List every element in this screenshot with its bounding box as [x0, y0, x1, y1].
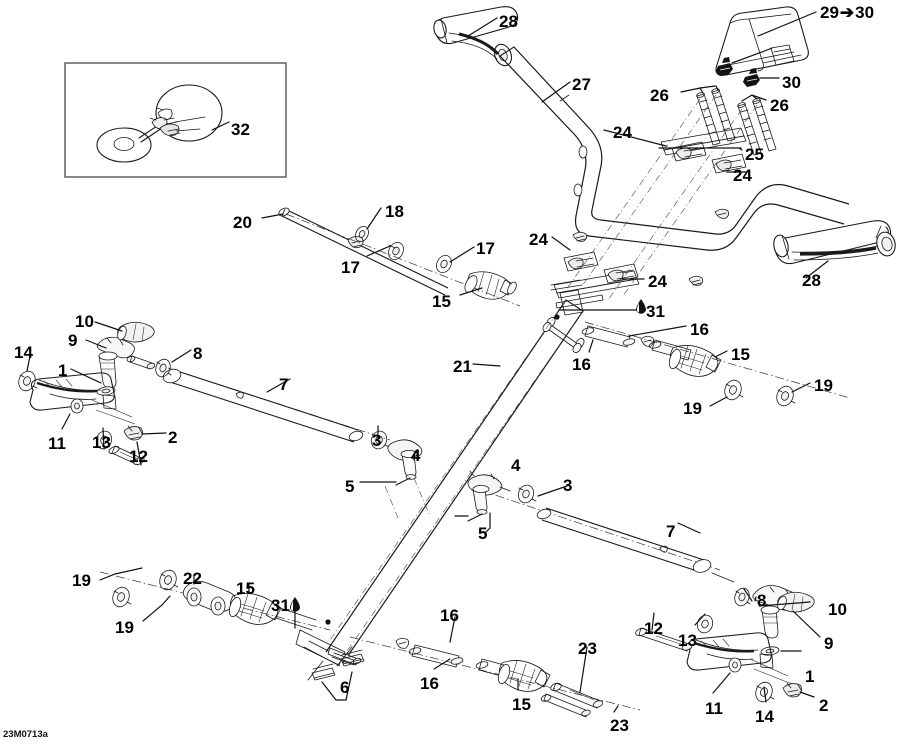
handgrip-right-28 [773, 220, 896, 279]
tie-rod-16-bottom [349, 616, 641, 718]
handlebar-clamp-lower [550, 236, 645, 316]
steering-column-21 [295, 299, 585, 667]
push-rivet-30-b [743, 68, 760, 87]
steering-arm-11-lower [686, 632, 793, 685]
steering-rod-7-lower [454, 470, 821, 703]
cap-10-lower [777, 591, 815, 613]
handlebar-27 [499, 46, 889, 286]
turnbuckle-15-bottom [497, 660, 551, 692]
clamp-screws-26 [680, 85, 777, 156]
bolt-12-upper [108, 445, 145, 466]
pitman-link-22 [99, 567, 331, 631]
turnbuckle-15-lower-left [228, 593, 282, 625]
cap-10-upper [117, 321, 155, 343]
assembly-guide-lines [565, 94, 758, 301]
column-guide-lines [329, 299, 584, 652]
handlebar-clamp-upper [603, 127, 748, 174]
ball-end-4-lower [467, 470, 503, 515]
adjuster-rod-18 [261, 207, 521, 307]
bracket-6-pair [307, 646, 365, 701]
inset-detail-box [64, 62, 287, 178]
turnbuckle-15-upper [464, 271, 517, 300]
steering-rod-7-upper [18, 321, 431, 519]
bolt-12-lower [635, 627, 693, 652]
clamp-2-upper [123, 425, 143, 441]
ball-joint-9-upper [96, 336, 135, 389]
ball-end-4-upper [387, 439, 423, 480]
push-rivet-30-a [716, 57, 733, 76]
steering-arm-11-upper [29, 372, 136, 425]
handgrip-left-28 [433, 6, 519, 67]
grease-point-31-right [559, 299, 646, 314]
turnbuckle-15-right [668, 345, 722, 377]
tie-rod-16-right [581, 321, 851, 407]
washer-1-lower [760, 646, 780, 656]
clamp-2-lower [782, 682, 802, 698]
leader-30a [731, 47, 773, 64]
washer-1-upper [96, 386, 116, 396]
